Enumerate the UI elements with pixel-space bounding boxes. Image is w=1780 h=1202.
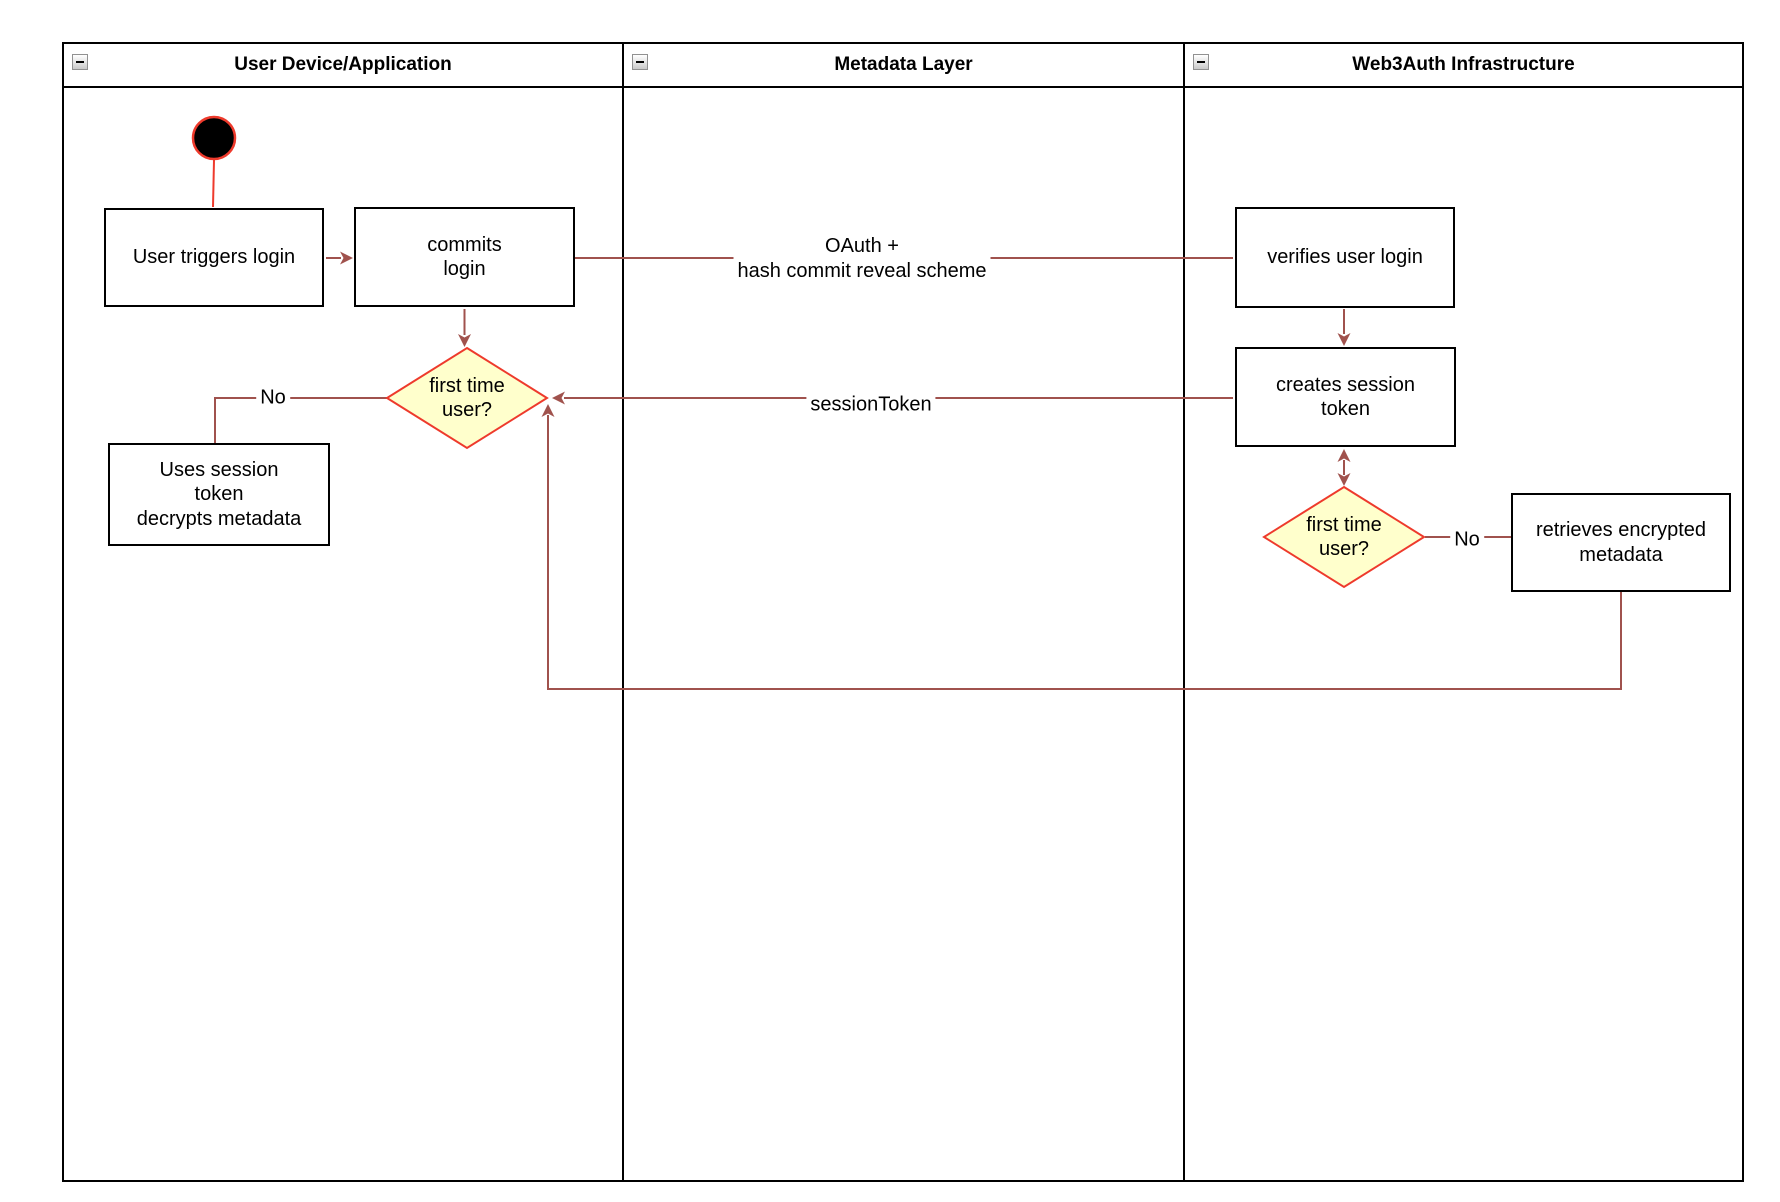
node-commits-login[interactable]: commits login	[354, 207, 575, 307]
node-creates-session-token[interactable]: creates session token	[1235, 347, 1456, 447]
collapse-lane-icon[interactable]	[1193, 54, 1209, 70]
node-verifies-user-login[interactable]: verifies user login	[1235, 207, 1455, 308]
lane-divider-1	[622, 43, 624, 1181]
lane-header-band	[62, 42, 1744, 88]
edge-label-no-infra: No	[1450, 527, 1484, 553]
lane-title-web3auth-infrastructure: Web3Auth Infrastructure	[1352, 54, 1575, 75]
collapse-lane-icon[interactable]	[632, 54, 648, 70]
node-user-triggers-login[interactable]: User triggers login	[104, 208, 324, 307]
edge-label-no-device: No	[256, 385, 290, 411]
node-retrieves-encrypted-metadata[interactable]: retrieves encrypted metadata	[1511, 493, 1731, 592]
minus-icon	[76, 61, 84, 63]
node-uses-session-token[interactable]: Uses session token decrypts metadata	[108, 443, 330, 546]
decision-label-first-time-user-infra: first time user?	[1306, 514, 1382, 560]
lane-title-metadata-layer: Metadata Layer	[834, 54, 973, 75]
lane-title-user-device: User Device/Application	[234, 54, 452, 75]
minus-icon	[1197, 61, 1205, 63]
edge-label-session-token: sessionToken	[806, 392, 936, 418]
lane-divider-2	[1183, 43, 1185, 1181]
edge-label-oauth: OAuth + hash commit reveal scheme	[733, 234, 991, 284]
collapse-lane-icon[interactable]	[72, 54, 88, 70]
minus-icon	[636, 61, 644, 63]
decision-label-first-time-user-device: first time user?	[429, 375, 505, 421]
